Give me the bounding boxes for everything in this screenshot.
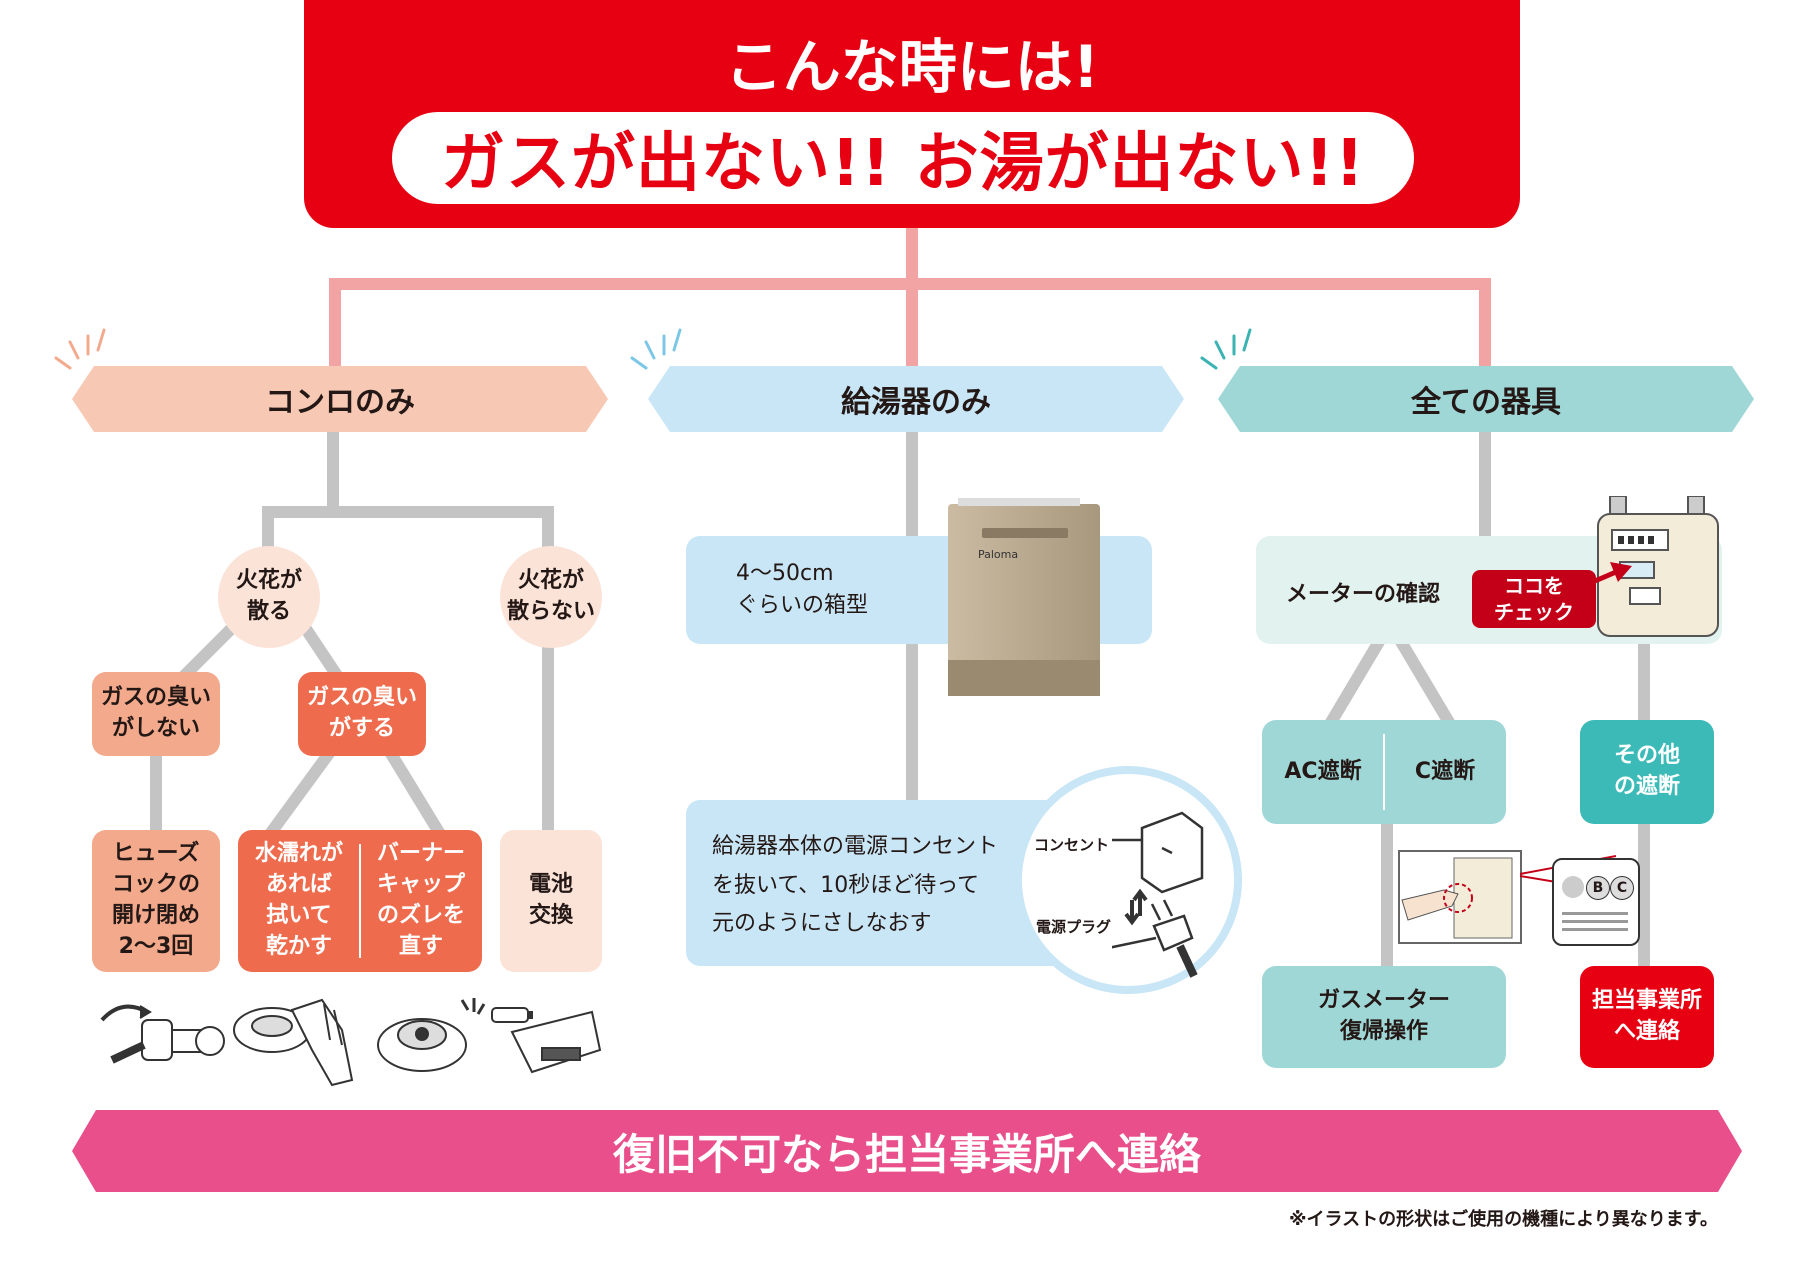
c-shutoff-label: C遮断 bbox=[1414, 758, 1476, 784]
burner-cap-icon bbox=[377, 998, 486, 1072]
footer-contact-bar: 復旧不可なら担当事業所へ連絡 bbox=[72, 1110, 1742, 1192]
meter-reset-action: ガスメーター 復帰操作 bbox=[1262, 966, 1506, 1068]
category-all-appliances: 全ての器具 bbox=[1218, 366, 1754, 432]
category-stove-only: コンロのみ bbox=[72, 366, 608, 432]
burner-glove-icon bbox=[233, 998, 354, 1087]
panel-c-button: C bbox=[1610, 876, 1634, 900]
connector-line bbox=[906, 278, 918, 370]
meter-reset-hand-icon bbox=[1398, 850, 1522, 944]
spark-no-node: 火花が 散らない bbox=[500, 546, 602, 648]
heater-brand: Paloma bbox=[978, 548, 1019, 561]
heater-size-text: 4〜50cm ぐらいの箱型 bbox=[736, 561, 869, 618]
flow-line bbox=[150, 752, 162, 834]
no-gas-smell-node: ガスの臭い がしない bbox=[92, 672, 220, 756]
panel-text-line bbox=[1562, 912, 1628, 915]
header-subtitle: ガスが出ない!! お湯が出ない!! bbox=[392, 112, 1414, 204]
contact-office-action: 担当事業所 へ連絡 bbox=[1580, 966, 1714, 1068]
category-heater-only: 給湯器のみ bbox=[648, 366, 1184, 432]
battery-icon bbox=[491, 1007, 602, 1074]
connector-line bbox=[906, 228, 918, 284]
fuse-cock-action: ヒューズ コックの 開け閉め 2〜3回 bbox=[92, 830, 220, 972]
gas-meter-icon bbox=[1597, 496, 1719, 637]
heater-top bbox=[958, 498, 1080, 506]
outlet-label: コンセント bbox=[1034, 836, 1110, 854]
dry-wet-action: 水濡れが あれば 拭いて 乾かす bbox=[254, 841, 343, 959]
other-shutoff-label: その他 の遮断 bbox=[1580, 720, 1714, 824]
flow-line bbox=[1638, 822, 1650, 970]
ac-shutoff-label: AC遮断 bbox=[1284, 758, 1362, 784]
connector-line bbox=[329, 278, 341, 370]
flow-line bbox=[542, 640, 554, 834]
header-title: こんな時には! bbox=[724, 33, 1100, 101]
spark-icon bbox=[54, 328, 106, 370]
flow-line bbox=[1381, 822, 1393, 970]
flow-line bbox=[262, 506, 554, 518]
spark-icon bbox=[1200, 328, 1252, 370]
pointer-arrow-icon bbox=[1560, 562, 1632, 599]
heater-reset-text: 給湯器本体の電源コンセント を抜いて、10秒ほど待って 元のようにさしなおす bbox=[712, 834, 999, 936]
check-here-badge: ココを チェック bbox=[1472, 570, 1596, 628]
gas-smell-node: ガスの臭い がする bbox=[298, 672, 426, 756]
panel-text-line bbox=[1562, 920, 1628, 923]
outlet-plug-icon bbox=[1112, 811, 1204, 978]
shutoff-panel-icon: B C bbox=[1552, 858, 1640, 946]
water-heater-icon: Paloma bbox=[948, 498, 1100, 696]
plug-label: 電源プラグ bbox=[1036, 918, 1112, 936]
stove-illustrations bbox=[100, 998, 602, 1087]
meter-check-label: メーターの確認 bbox=[1286, 582, 1441, 607]
gas-smell-actions: 水濡れが あれば 拭いて 乾かす バーナー キャップ のズレを 直す bbox=[238, 830, 482, 972]
divider bbox=[359, 844, 361, 958]
flow-line bbox=[1638, 640, 1650, 724]
shutoff-box: AC遮断 C遮断 bbox=[1262, 720, 1506, 824]
gas-cock-icon bbox=[100, 1004, 225, 1064]
connector-line bbox=[1479, 278, 1491, 370]
burner-cap-action: バーナー キャップ のズレを 直す bbox=[376, 841, 465, 959]
panel-b-button: B bbox=[1586, 876, 1610, 900]
divider bbox=[1383, 734, 1385, 810]
spark-icon bbox=[630, 328, 682, 370]
plug-diagram: コンセント 電源プラグ bbox=[1014, 766, 1242, 994]
flow-line bbox=[327, 430, 339, 512]
panel-blank-button bbox=[1562, 876, 1584, 898]
heater-bottom bbox=[948, 660, 1100, 696]
heater-display bbox=[982, 528, 1068, 538]
battery-action: 電池 交換 bbox=[500, 830, 602, 972]
footnote: ※イラストの形状はご使用の機種により異なります。 bbox=[1289, 1209, 1718, 1230]
panel-text-line bbox=[1562, 928, 1628, 931]
spark-yes-node: 火花が 散る bbox=[218, 546, 320, 648]
flow-line bbox=[1479, 430, 1491, 540]
